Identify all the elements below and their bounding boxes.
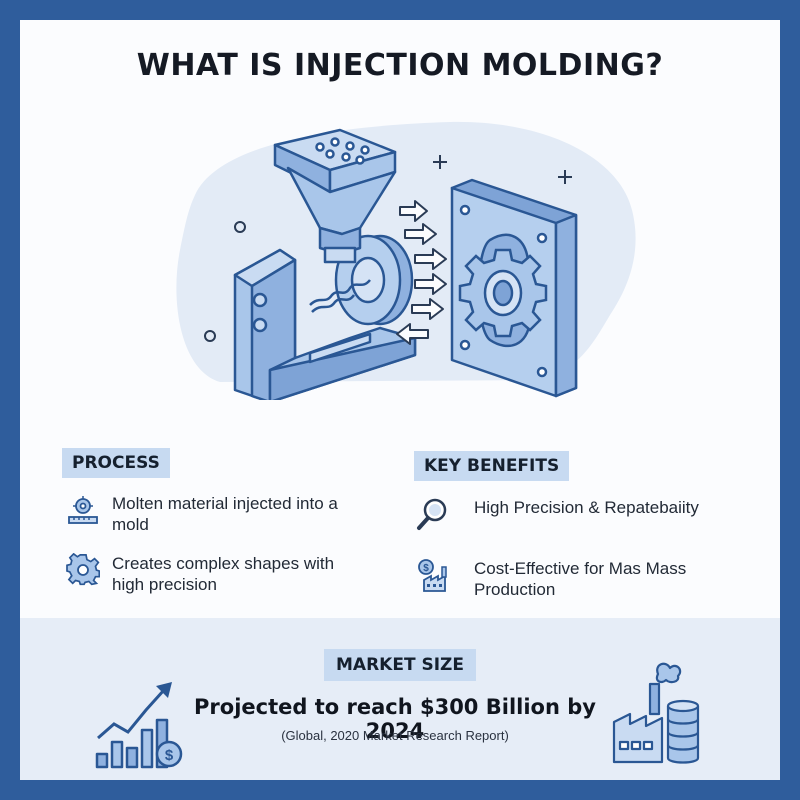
process-item: Creates complex shapes with high precisi… xyxy=(66,553,342,595)
infographic-card: WHAT IS INJECTION MOLDING? xyxy=(20,20,780,780)
growth-chart-icon: $ xyxy=(95,682,183,769)
market-size-panel: MARKET SIZE $ Projected to reach $300 Bi… xyxy=(20,618,780,780)
dollar-factory-icon: $ xyxy=(418,559,447,592)
market-headline: Projected to reach $300 Billion by 2024 xyxy=(194,695,596,743)
market-size-label: MARKET SIZE xyxy=(324,649,476,681)
benefit-item: $ Cost-Effective for Mas Mass Production xyxy=(416,558,704,600)
benefit-item: High Precision & Repatebaiity xyxy=(416,497,704,531)
process-item-text: Molten material injected into a mold xyxy=(112,494,338,534)
gear-icon xyxy=(66,553,100,586)
gear-ruler-icon xyxy=(68,496,98,524)
svg-text:$: $ xyxy=(423,563,429,574)
factory-database-icon xyxy=(612,662,700,764)
market-source: (Global, 2020 Market Research Report) xyxy=(281,728,509,743)
svg-text:$: $ xyxy=(165,747,174,764)
process-label: PROCESS xyxy=(62,448,170,478)
page-title: WHAT IS INJECTION MOLDING? xyxy=(136,48,664,83)
process-item: Molten material injected into a mold xyxy=(66,493,342,535)
benefit-item-text: High Precision & Repatebaiity xyxy=(474,498,699,517)
magnifier-icon xyxy=(417,498,447,530)
injection-machine-illustration xyxy=(176,121,636,400)
benefit-item-text: Cost-Effective for Mas Mass Production xyxy=(474,559,687,599)
process-item-text: Creates complex shapes with high precisi… xyxy=(112,554,335,594)
key-benefits-label: KEY BENEFITS xyxy=(414,451,570,481)
